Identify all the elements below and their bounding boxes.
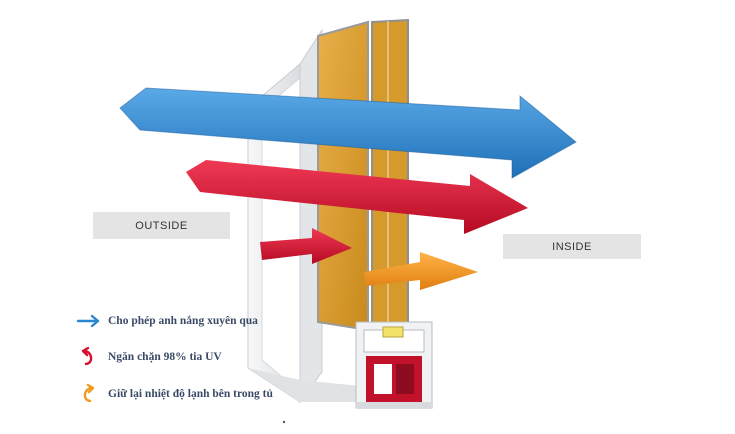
legend-item-uv: Ngăn chặn 98% tia UV (76, 346, 222, 367)
legend-label: Giữ lại nhiệt độ lạnh bên trong tủ (108, 388, 273, 400)
legend-label: Cho phép anh nắng xuyên qua (108, 315, 258, 327)
red-return-arrow-icon (76, 346, 102, 367)
uv-reflect-arrow (260, 228, 352, 264)
blue-straight-arrow-icon (76, 311, 102, 331)
cold-retain-arrow (364, 252, 478, 290)
inside-label: INSIDE (503, 234, 641, 259)
legend-label: Ngăn chặn 98% tia UV (108, 351, 222, 363)
orange-return-arrow-icon (76, 383, 102, 404)
legend-item-sunlight: Cho phép anh nắng xuyên qua (76, 311, 258, 331)
sunlight-arrow (119, 87, 577, 179)
legend-item-cold: Giữ lại nhiệt độ lạnh bên trong tủ (76, 383, 273, 404)
outside-label: OUTSIDE (93, 212, 230, 239)
frame-profile-section (355, 321, 433, 409)
uv-arrow (186, 160, 528, 234)
